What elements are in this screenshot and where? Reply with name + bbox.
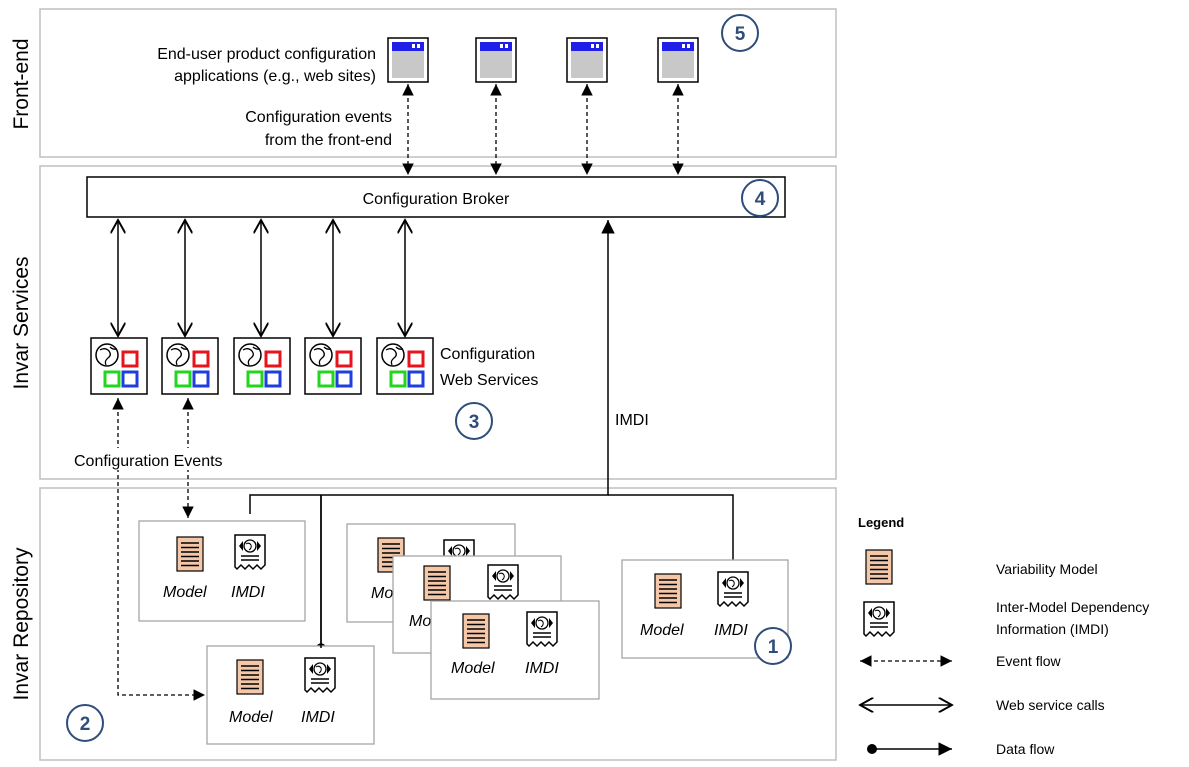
variability-model-icon	[865, 549, 893, 585]
marker-5-label: 5	[735, 24, 746, 45]
marker-4: 4	[741, 179, 779, 217]
variability-model-icon	[176, 536, 204, 572]
repository-layer-title: Invar Repository	[10, 547, 33, 700]
browser-window-icon	[566, 37, 608, 83]
imdi-icon	[526, 611, 558, 647]
imdi-label: IMDI	[525, 660, 559, 677]
imdi-icon	[304, 657, 336, 693]
configuration-events-label: Configuration Events	[74, 453, 223, 470]
variability-model-icon	[236, 659, 264, 695]
events-label-bg	[72, 448, 262, 470]
apps-label-line1: End-user product configuration	[157, 46, 376, 63]
apps-label-line2: applications (e.g., web sites)	[174, 68, 376, 85]
model-label: Model	[640, 622, 684, 639]
web-service-calls	[118, 220, 405, 336]
browser-window-icon	[475, 37, 517, 83]
imdi-icon	[717, 571, 749, 607]
marker-1-label: 1	[768, 637, 779, 658]
repository-box	[206, 645, 375, 745]
imdi-flow-label: IMDI	[615, 412, 649, 429]
frontend-layer	[39, 8, 837, 158]
imdi-label: IMDI	[714, 622, 748, 639]
repository-box	[138, 520, 306, 622]
marker-3: 3	[455, 402, 493, 440]
marker-3-label: 3	[469, 412, 480, 433]
legend-data-flow: Data flow	[996, 741, 1055, 757]
imdi-icon	[863, 601, 895, 637]
variability-model-icon	[654, 573, 682, 609]
services-layer-title: Invar Services	[10, 256, 33, 389]
web-service-icon	[160, 336, 220, 396]
model-label: Mo	[371, 585, 393, 602]
legend-web-service-calls: Web service calls	[996, 697, 1105, 713]
web-service-icon	[375, 336, 435, 396]
marker-1: 1	[754, 627, 792, 665]
variability-model-icon	[462, 613, 490, 649]
legend-title: Legend	[858, 515, 904, 530]
configuration-event-flow	[112, 398, 205, 701]
web-services-label-line2: Web Services	[440, 372, 538, 389]
events-label-line2: from the front-end	[265, 132, 392, 149]
frontend-event-flows	[402, 84, 684, 175]
variability-model-icon	[423, 565, 451, 601]
marker-4-label: 4	[755, 189, 766, 210]
imdi-data-flow	[249, 220, 615, 514]
broker-label: Configuration Broker	[363, 191, 510, 208]
repository-box	[430, 600, 600, 700]
web-service-icon	[89, 336, 149, 396]
web-services-label-line1: Configuration	[440, 346, 535, 363]
model-label: Mo	[409, 613, 431, 630]
model-label: Model	[451, 660, 495, 677]
configuration-broker	[86, 176, 786, 218]
legend-variability-model: Variability Model	[996, 561, 1098, 577]
marker-2-label: 2	[80, 714, 91, 735]
browser-window-icon	[657, 37, 699, 83]
web-service-icon	[303, 336, 363, 396]
events-label-line1: Configuration events	[245, 109, 392, 126]
imdi-label: IMDI	[301, 709, 335, 726]
model-label: Model	[163, 584, 207, 601]
legend-imdi-line1: Inter-Model Dependency	[996, 599, 1149, 615]
marker-5: 5	[721, 14, 759, 52]
frontend-layer-title: Front-end	[10, 38, 33, 129]
legend: Legend Variability Model Inter-Model Dep…	[858, 515, 1149, 757]
model-label: Model	[229, 709, 273, 726]
legend-imdi-line2: Information (IMDI)	[996, 621, 1109, 637]
marker-2: 2	[66, 704, 104, 742]
browser-window-icon	[387, 37, 429, 83]
web-service-icon	[232, 336, 292, 396]
imdi-icon	[234, 534, 266, 570]
legend-event-flow: Event flow	[996, 653, 1061, 669]
imdi-icon	[487, 564, 519, 600]
imdi-data-flow-branch	[608, 494, 738, 570]
imdi-label: IMDI	[231, 584, 265, 601]
